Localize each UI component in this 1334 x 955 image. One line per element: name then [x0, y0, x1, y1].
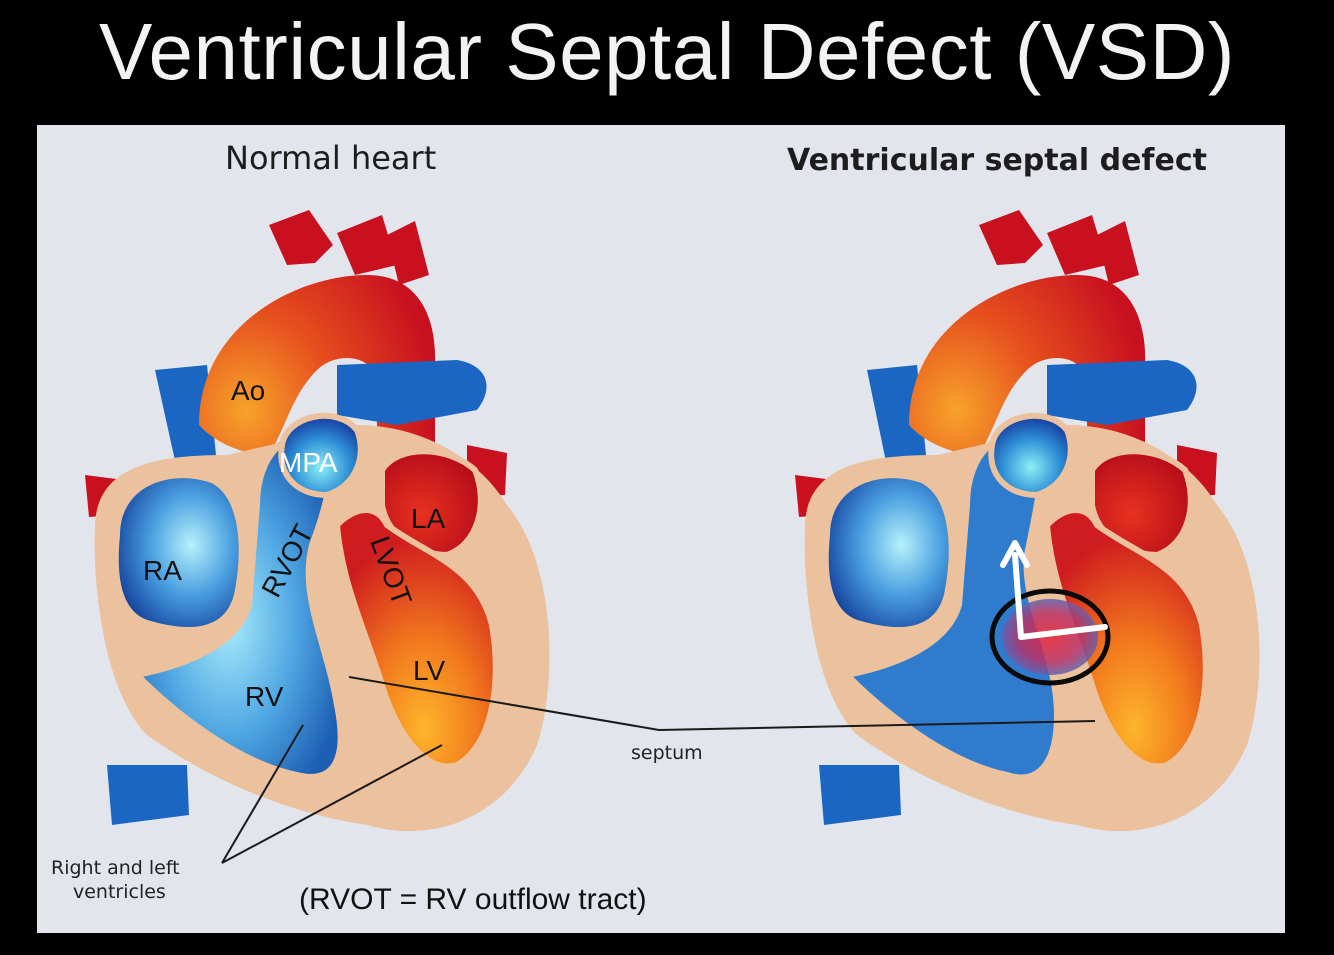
- aorta-branch-mid: [337, 215, 397, 275]
- vsd-heart: [795, 210, 1260, 832]
- aorta: [199, 275, 436, 545]
- label-rv: RV: [245, 681, 284, 712]
- slide-title: Ventricular Septal Defect (VSD): [99, 7, 1235, 96]
- main-pulmonary-artery-vsd: [988, 412, 1074, 499]
- rv-pointer: [221, 724, 304, 864]
- aorta-branch-left: [269, 210, 333, 265]
- normal-heart: [85, 210, 550, 832]
- diagram-panel: Normal heart Ventricular septal defect A…: [37, 125, 1285, 933]
- septum-pointer-left: [348, 676, 660, 731]
- aorta-branch-mid-vsd: [1047, 215, 1107, 275]
- aorta-branch-right-vsd: [1097, 221, 1139, 285]
- septal-defect: [1002, 599, 1098, 675]
- label-lv: LV: [413, 655, 446, 686]
- heading-vsd: Ventricular septal defect: [787, 143, 1207, 178]
- label-ra: RA: [143, 555, 182, 586]
- right-atrium-vsd: [822, 472, 955, 633]
- main-pulmonary-artery: [278, 412, 364, 499]
- label-mpa: MPA: [279, 447, 338, 478]
- label-septum: septum: [631, 742, 703, 764]
- label-la: LA: [411, 503, 446, 534]
- aorta-branch-left-vsd: [979, 210, 1043, 265]
- pointer-lines: [221, 676, 1096, 864]
- lv-pointer: [221, 744, 443, 864]
- shunt-arrowhead: [1000, 540, 1030, 568]
- shunt-arrow: [1012, 552, 1108, 640]
- right-atrium: [112, 472, 245, 633]
- left-ventricle: [333, 507, 499, 770]
- label-ventricles-line2: ventricles: [73, 881, 166, 903]
- vena-cava-inferior-right: [819, 765, 901, 825]
- label-ventricles-line1: Right and left: [51, 857, 180, 879]
- aorta-vsd: [909, 275, 1146, 545]
- defect-circle: [989, 588, 1111, 686]
- septum-pointer-right: [658, 720, 1096, 731]
- pulmonary-artery-vsd: [1047, 360, 1197, 425]
- diagram-canvas: [85, 210, 1260, 864]
- footnote: (RVOT = RV outflow tract): [299, 883, 647, 916]
- label-ao: Ao: [231, 375, 266, 406]
- vena-cava-inferior-left: [107, 765, 189, 825]
- pulmonary-artery: [337, 360, 487, 425]
- aorta-branch-right: [387, 221, 429, 285]
- heading-normal-heart: Normal heart: [225, 139, 437, 177]
